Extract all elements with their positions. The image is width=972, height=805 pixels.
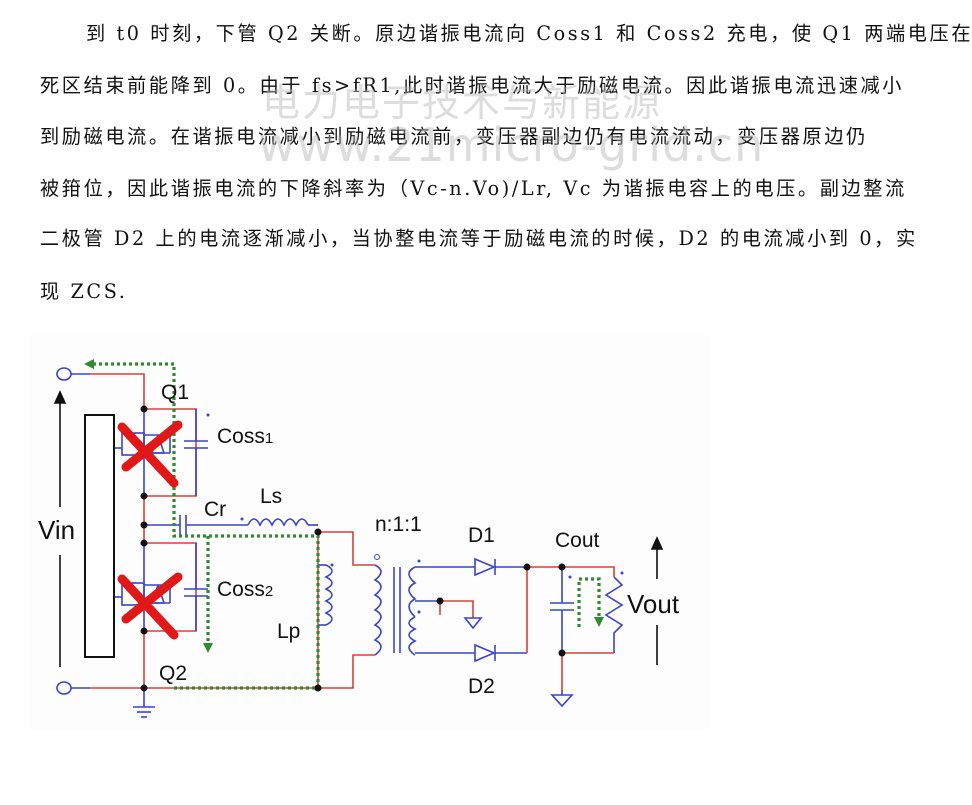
label-cout: Cout: [555, 529, 600, 552]
label-coss2: Coss2: [217, 578, 273, 601]
inductor-ls: [247, 518, 318, 527]
label-q2: Q2: [159, 662, 187, 685]
primary-polarity-mark: [374, 554, 380, 560]
polarity-dots: [206, 413, 624, 614]
label-turns-ratio: n:1:1: [375, 513, 422, 536]
ground-symbol-input: [133, 688, 155, 718]
current-path-output: [577, 577, 601, 627]
paragraph-line: 到 t0 时刻，下管 Q2 关断。原边谐振电流向 Coss1 和 Coss2 充…: [86, 22, 972, 45]
label-q1: Q1: [161, 381, 189, 404]
input-terminal-top: [56, 367, 145, 409]
capacitor-coss2: [184, 543, 208, 631]
label-cr: Cr: [204, 498, 226, 521]
vin-arrow: [53, 390, 67, 667]
ground-symbol-output: [550, 690, 574, 708]
label-ls: Ls: [260, 485, 282, 508]
paragraph-line: 现 ZCS.: [40, 280, 128, 303]
q2-off-x-mark: [117, 572, 183, 640]
paragraph-line: 到励磁电流。在谐振电流减小到励磁电流前，变压器副边仍有电流流动，变压器原边仍: [40, 125, 868, 148]
capacitor-cr: [144, 515, 248, 535]
label-d2: D2: [468, 675, 495, 698]
label-lp: Lp: [277, 620, 300, 643]
diode-d2: [474, 643, 527, 663]
inductor-lp: [318, 564, 333, 626]
label-vin: Vin: [38, 515, 75, 545]
label-d1: D1: [468, 524, 495, 547]
q1-off-x-mark: [117, 420, 183, 488]
ground-symbol-center-tap: [463, 617, 483, 630]
mosfet-q1: [114, 408, 197, 497]
paragraph-line: 二极管 D2 上的电流逐渐减小，当协整电流等于励磁电流的时候，D2 的电流减小到…: [40, 227, 918, 250]
llc-circuit-diagram: Q1 Q2 Coss1 Coss2 Cr Ls Lp Vin n:1:1 D1 …: [38, 359, 680, 718]
paragraph-line: 死区结束前能降到 0。由于 fs>fR1,此时谐振电流大于励磁电流。因此谐振电流…: [40, 74, 905, 97]
vout-arrow: [650, 536, 664, 665]
current-path-primary: [92, 362, 320, 690]
junction-nodes: [140, 405, 566, 692]
label-vout: Vout: [627, 589, 680, 619]
capacitor-coss1: [184, 409, 208, 496]
diode-d1: [474, 557, 527, 577]
label-coss1: Coss1: [217, 425, 273, 448]
current-path-arrowheads: [84, 359, 604, 653]
load-resistor: [604, 576, 624, 653]
circuit-figure: Q1 Q2 Coss1 Coss2 Cr Ls Lp Vin n:1:1 D1 …: [30, 335, 710, 730]
paragraph-line: 被箝位，因此谐振电流的下降斜率为（Vc-n.Vo)/Lr, Vc 为谐振电容上的…: [40, 177, 907, 200]
gate-driver-block: [84, 414, 115, 658]
transformer: [373, 564, 475, 656]
capacitor-cout: [550, 567, 574, 690]
